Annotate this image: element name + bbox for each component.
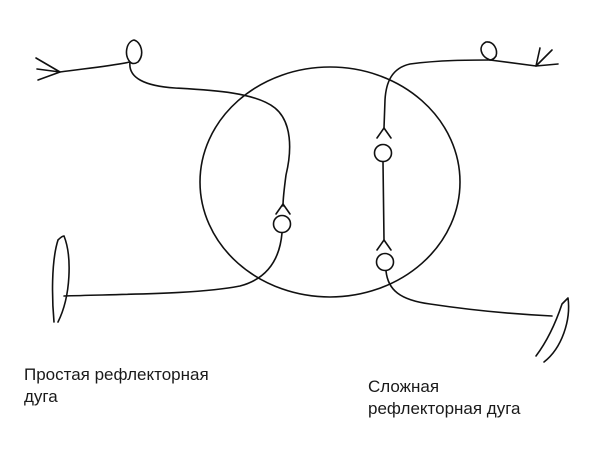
complex-caption-line-1: Сложная [368,377,440,396]
complex-arc-sensory-path [383,59,491,129]
complex-arc-afferent-fiber [489,59,537,67]
spinal-cord-circle [199,66,461,298]
complex-arc-receptor-icon [535,47,559,67]
simple-arc-receptor-icon [35,57,61,81]
simple-arc-synapse-icon [275,203,291,215]
complex-arc-ganglion-icon [480,41,498,61]
complex-arc-effector-icon [535,297,570,363]
complex-arc-efferent-fiber [385,270,553,317]
simple-arc-motor-neuron-icon [272,214,292,234]
complex-arc-interneuron-axon [382,161,385,241]
complex-arc-motor-neuron-icon [375,252,395,272]
simple-caption-line-2: дуга [24,387,58,406]
complex-arc-interneuron-icon [373,143,393,163]
complex-reflex-arc-caption: Сложная рефлекторная дуга [368,376,521,420]
simple-arc-efferent-fiber [63,232,283,297]
complex-caption-line-2: рефлекторная дуга [368,399,521,418]
simple-reflex-arc-caption: Простая рефлекторная дуга [24,364,209,408]
simple-arc-ganglion-icon [125,39,143,65]
complex-arc-synapse-1-icon [376,127,392,139]
simple-arc-afferent-fiber [59,61,131,73]
complex-arc-synapse-2-icon [376,239,392,251]
simple-caption-line-1: Простая рефлекторная [24,365,209,384]
simple-arc-effector-icon [51,235,70,323]
simple-arc-sensory-path [129,61,291,207]
